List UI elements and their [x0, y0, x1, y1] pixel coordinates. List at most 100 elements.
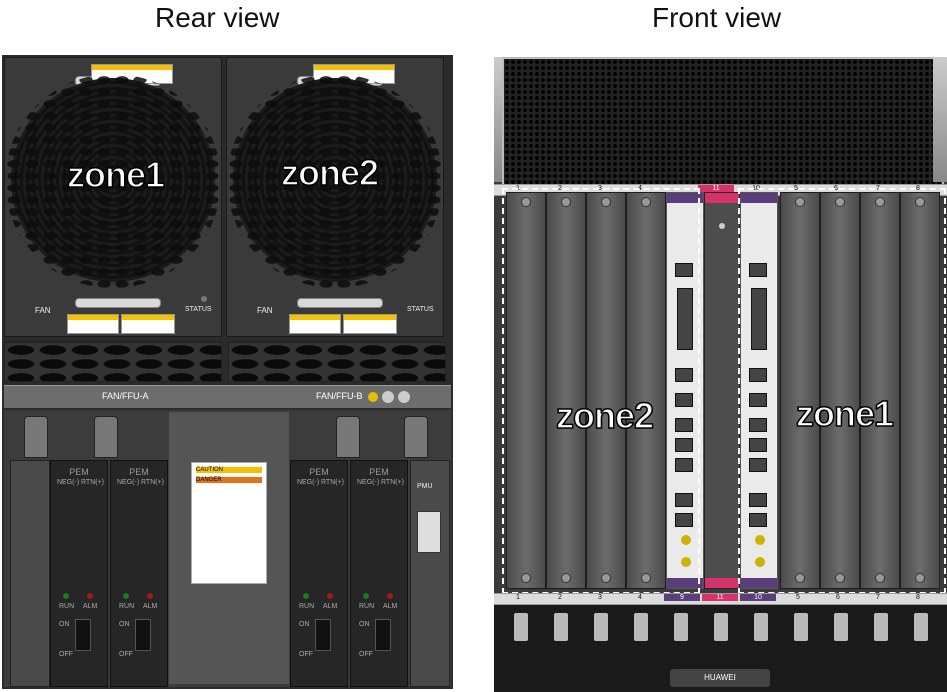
port[interactable]	[675, 368, 693, 382]
power-info-sticker: CAUTION DANGER	[191, 462, 267, 584]
off-label: OFF	[119, 651, 133, 658]
run-label: RUN	[299, 603, 315, 610]
pmu-port[interactable]	[417, 511, 441, 553]
port[interactable]	[675, 493, 693, 507]
blank-panel-left	[10, 460, 50, 687]
vent-right	[228, 342, 446, 382]
alm-led	[147, 593, 153, 599]
front-chassis: 1 2 3 4 11 10 5 6 7 8	[494, 57, 947, 692]
brand-logo: HUAWEI	[670, 669, 770, 687]
alm-label: ALM	[323, 603, 338, 610]
on-label: ON	[299, 621, 310, 628]
power-switch[interactable]	[315, 619, 331, 651]
front-view-title: Front view	[652, 2, 782, 33]
serial-connector[interactable]	[751, 288, 767, 350]
line-card[interactable]	[900, 192, 940, 589]
usb-port[interactable]	[675, 263, 693, 277]
port[interactable]	[749, 368, 767, 382]
purple-tab	[741, 578, 777, 588]
usb-port[interactable]	[749, 263, 767, 277]
zone-outline-right	[738, 188, 946, 594]
control-board-10[interactable]	[740, 192, 778, 589]
port[interactable]	[675, 438, 693, 452]
alm-label: ALM	[83, 603, 98, 610]
port[interactable]	[749, 418, 767, 432]
port[interactable]	[749, 513, 767, 527]
port[interactable]	[749, 438, 767, 452]
power-switch[interactable]	[135, 619, 151, 651]
rear-view-title: Rear view	[155, 2, 280, 33]
off-label: OFF	[59, 651, 73, 658]
control-board-9[interactable]	[666, 192, 704, 589]
line-card[interactable]	[626, 192, 666, 589]
run-led	[63, 593, 69, 599]
off-label: OFF	[359, 651, 373, 658]
rtn-label: RTN(+)	[81, 479, 105, 486]
ejector-tab[interactable]	[336, 416, 360, 458]
ejector-tab[interactable]	[404, 416, 428, 458]
rear-zone-label-left: zone1	[66, 153, 166, 196]
fan-handle-bottom[interactable]	[297, 298, 383, 308]
purple-tab	[667, 193, 703, 203]
run-label: RUN	[119, 603, 135, 610]
line-card[interactable]	[860, 192, 900, 589]
slot-number: 8	[916, 594, 920, 601]
vent-left	[4, 342, 222, 382]
slot-number: 10	[740, 594, 776, 601]
port[interactable]	[749, 493, 767, 507]
line-card[interactable]	[820, 192, 860, 589]
front-zone-label-left: zone2	[555, 394, 655, 437]
run-led	[303, 593, 309, 599]
port[interactable]	[675, 458, 693, 472]
cable-management-tray: HUAWEI	[494, 605, 947, 692]
screw-icon[interactable]	[382, 391, 394, 403]
slot-number: 11	[702, 594, 738, 601]
ejector-tab[interactable]	[94, 416, 118, 458]
port[interactable]	[749, 458, 767, 472]
slot-number: 6	[836, 594, 840, 601]
coax-connector[interactable]	[681, 557, 691, 567]
rear-zone-label-right: zone2	[280, 151, 380, 194]
port[interactable]	[749, 393, 767, 407]
power-switch[interactable]	[75, 619, 91, 651]
port[interactable]	[675, 393, 693, 407]
alm-led	[87, 593, 93, 599]
fan-handle-bottom[interactable]	[75, 298, 161, 308]
pmu-module[interactable]: PMU	[410, 460, 450, 687]
fan-module-2[interactable]: FAN STATUS zone2	[226, 57, 444, 337]
slot-number: 2	[558, 594, 562, 601]
coax-connector[interactable]	[755, 557, 765, 567]
line-card[interactable]	[506, 192, 546, 589]
esd-icon	[368, 392, 378, 402]
ejector-tab[interactable]	[24, 416, 48, 458]
pem-module-3[interactable]: PEM NEG(-) RTN(+) RUN ALM ON OFF	[290, 460, 348, 687]
ffu-b-label: FAN/FFU-B	[316, 391, 363, 401]
power-switch[interactable]	[375, 619, 391, 651]
neg-label: NEG(-)	[357, 479, 380, 486]
pem-module-1[interactable]: PEM NEG(-) RTN(+) RUN ALM ON OFF	[50, 460, 108, 687]
run-label: RUN	[59, 603, 75, 610]
fan-label: FAN	[35, 306, 51, 315]
line-card[interactable]	[546, 192, 586, 589]
line-card[interactable]	[780, 192, 820, 589]
serial-connector[interactable]	[677, 288, 693, 350]
fan-module-1[interactable]: FAN STATUS zone1	[4, 57, 222, 337]
coax-connector[interactable]	[755, 535, 765, 545]
fan-label: FAN	[257, 306, 273, 315]
rtn-label: RTN(+)	[381, 479, 405, 486]
pem-module-4[interactable]: PEM NEG(-) RTN(+) RUN ALM ON OFF	[350, 460, 408, 687]
board-11[interactable]	[704, 192, 740, 589]
status-led	[201, 296, 207, 302]
fan-holes	[227, 74, 443, 288]
screw-icon[interactable]	[398, 391, 410, 403]
port[interactable]	[675, 418, 693, 432]
pem-module-2[interactable]: PEM NEG(-) RTN(+) RUN ALM ON OFF	[110, 460, 168, 687]
slot-number: 11	[698, 185, 734, 192]
port[interactable]	[675, 513, 693, 527]
bottom-slot-strip: 1 2 3 4 9 11 10 5 6 7 8	[494, 593, 947, 605]
run-led	[363, 593, 369, 599]
coax-connector[interactable]	[681, 535, 691, 545]
line-card[interactable]	[586, 192, 626, 589]
off-label: OFF	[299, 651, 313, 658]
zone-outline-left	[502, 188, 700, 594]
